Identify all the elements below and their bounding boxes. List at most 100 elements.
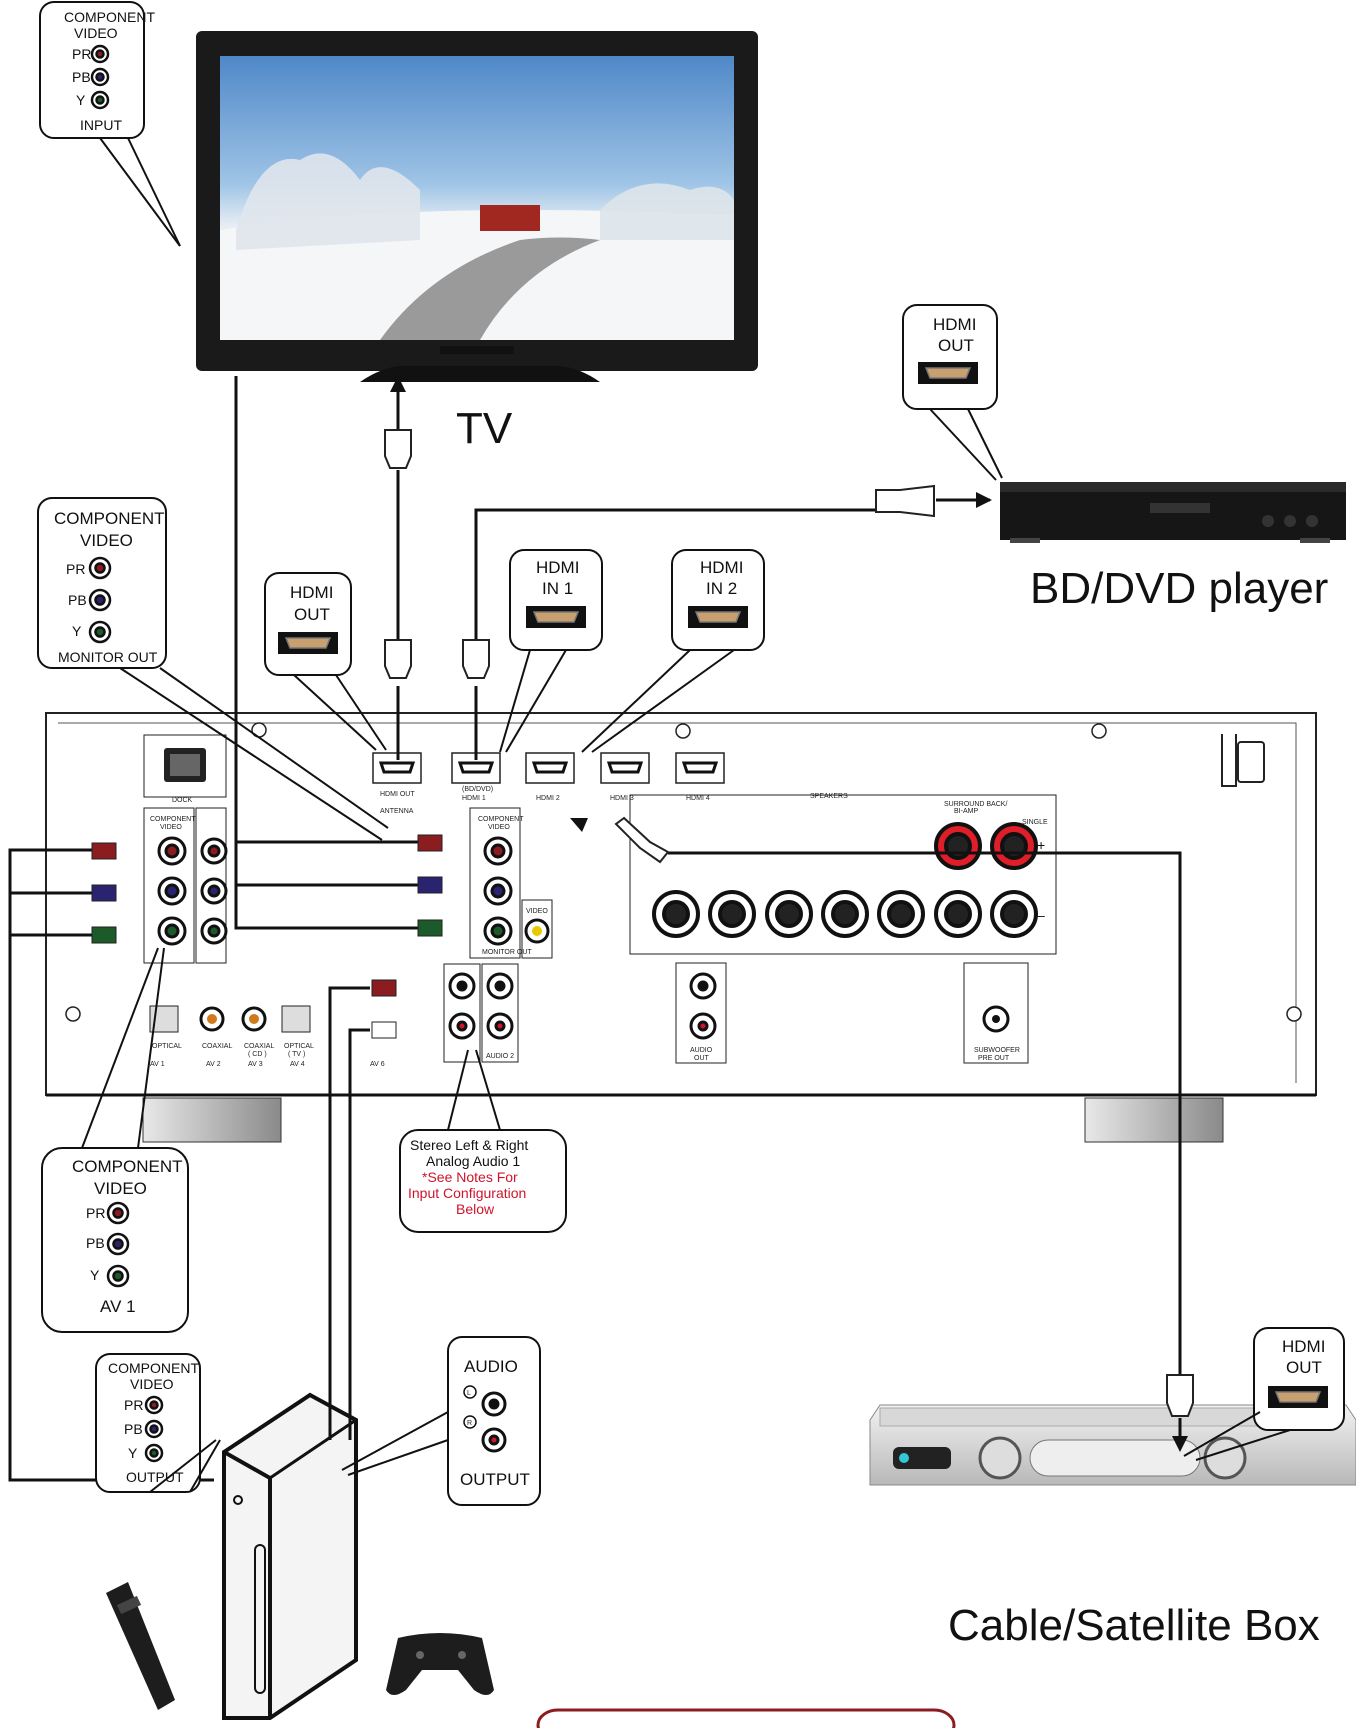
bd-player-label: BD/DVD player [1030,564,1328,613]
monout-video-label: VIDEO [488,824,510,831]
pc-tower [222,1392,358,1720]
pc-comp-title2: VIDEO [130,1376,174,1392]
coaxial1-label: COAXIAL [202,1043,232,1050]
pc-comp-pr: PR [124,1397,143,1413]
recv-comp-pb: PB [68,592,87,608]
cable-box-label: Cable/Satellite Box [948,1601,1320,1650]
av1-comp-pr: PR [86,1205,105,1221]
pc-audio-title: AUDIO [464,1357,518,1376]
recv-comp-pr: PR [66,561,85,577]
cable-hdmi-l2: OUT [1286,1358,1322,1377]
recv-hdmi-in1-l2: IN 1 [542,579,573,598]
tv-comp-title2: VIDEO [74,25,118,41]
panel-hdmi1-label: HDMI 1 [462,795,486,802]
stereo-note-callout: Stereo Left & Right Analog Audio 1 *See … [408,1137,528,1217]
recv-hdmi-in2-callout: HDMI IN 2 [687,558,749,629]
optical2-label: OPTICAL [284,1043,314,1050]
sub-label1: SUBWOOFER [974,1047,1020,1054]
sub-label2: PRE OUT [978,1055,1010,1062]
audio-out-label2: OUT [694,1055,710,1062]
coaxial2-label: COAXIAL [244,1043,274,1050]
remote-controller [106,1582,175,1710]
bd-hdmi-callout: HDMI OUT [917,315,979,385]
pc-comp-footer: OUTPUT [126,1469,184,1485]
pc-comp-pb: PB [124,1421,143,1437]
minus-label: – [1037,907,1045,923]
panel-hdmi-3 [599,751,651,785]
pc-comp-title1: COMPONENT [108,1360,199,1376]
av1-comp-footer: AV 1 [100,1297,136,1316]
recv-hdmi-out-l1: HDMI [290,583,333,602]
tv-comp-y: Y [76,92,86,108]
receiver: DOCK HDMI OUT (BD/DVD) HDMI 1 HDMI 2 HDM… [45,712,1317,1143]
tv-component-callout: COMPONENT VIDEO PR PB Y INPUT [64,9,155,133]
av1-video-label: VIDEO [160,824,182,831]
monitor-out-label: MONITOR OUT [482,949,532,956]
panel-antenna-label: ANTENNA [380,808,414,815]
stereo-note-l5: Below [456,1201,495,1217]
stereo-note-l2: Analog Audio 1 [426,1153,520,1169]
recv-hdmi-in1-callout: HDMI IN 1 [525,558,587,629]
pc-audio-l: L [467,1390,471,1397]
dock-label: DOCK [172,797,193,804]
rca-plugs [91,834,443,1039]
tv [196,31,758,382]
panel-hdmi3-label: HDMI 3 [610,795,634,802]
av1-comp-title2: VIDEO [94,1179,147,1198]
recv-hdmi-in2-l1: HDMI [700,558,743,577]
stereo-note-l3: *See Notes For [422,1169,518,1185]
stereo-note-l4: Input Configuration [408,1185,526,1201]
audio-out-label1: AUDIO [690,1047,713,1054]
av3-label: AV 3 [248,1061,263,1068]
pc-component-callout: COMPONENT VIDEO PR PB Y OUTPUT [108,1360,199,1485]
single-label: SINGLE [1022,819,1048,826]
recv-hdmi-out-callout: HDMI OUT [277,583,339,655]
cable-hdmi-callout: HDMI OUT [1267,1337,1329,1409]
av1-label: AV 1 [150,1061,165,1068]
pc-audio-callout: AUDIO L R OUTPUT [460,1357,530,1489]
bd-player [1000,482,1346,543]
recv-hdmi-in1-l1: HDMI [536,558,579,577]
panel-hdmi4-label: HDMI 4 [686,795,710,802]
arrow-heads [390,376,1188,1452]
monout-comp-label: COMPONENT [478,816,524,823]
cd-label: ( CD ) [248,1051,267,1058]
av1-component-callout: COMPONENT VIDEO PR PB Y AV 1 [72,1157,183,1316]
recv-comp-title2: VIDEO [80,531,133,550]
gamepad [386,1633,494,1695]
stereo-note-l1: Stereo Left & Right [410,1137,528,1153]
panel-hdmi-4 [674,751,726,785]
av1-comp-title1: COMPONENT [72,1157,183,1176]
recv-hdmi-out-l2: OUT [294,605,330,624]
surround-label1: SURROUND BACK/ [944,801,1007,808]
cable-hdmi-l1: HDMI [1282,1337,1325,1356]
pc-audio-footer: OUTPUT [460,1470,530,1489]
av1-comp-label: COMPONENT [150,816,196,823]
pc-comp-y: Y [128,1445,138,1461]
av2-label: AV 2 [206,1061,221,1068]
bd-hdmi-l1: HDMI [933,315,976,334]
surround-label2: BI-AMP [954,808,978,815]
tv-comp-footer: INPUT [80,117,122,133]
cable-box [869,1404,1356,1486]
hdmi-plugs [384,429,1194,1417]
bd-hdmi-l2: OUT [938,336,974,355]
panel-bddvd-label: (BD/DVD) [462,786,493,793]
recv-comp-title1: COMPONENT [54,509,165,528]
recv-comp-y: Y [72,623,82,639]
video-label: VIDEO [526,908,548,915]
recv-comp-footer: MONITOR OUT [58,649,158,665]
av4-label: AV 4 [290,1061,305,1068]
recv-hdmi-in2-l2: IN 2 [706,579,737,598]
audio2-label: AUDIO 2 [486,1053,514,1060]
optical1-label: OPTICAL [152,1043,182,1050]
av6-label: AV 6 [370,1061,385,1068]
tv-label: TV [456,404,513,453]
plus-label: + [1037,837,1045,853]
av1-comp-pb: PB [86,1235,105,1251]
tv-comp-pb: PB [72,69,91,85]
tv-comp-pr: PR [72,46,91,62]
panel-hdmi-out-label: HDMI OUT [380,791,415,798]
